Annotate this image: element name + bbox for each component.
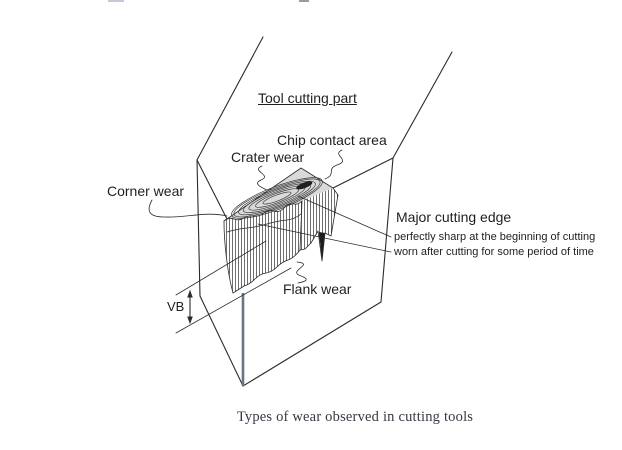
crater-wear-label: Crater wear: [231, 149, 305, 165]
crater-wear-contours: [231, 177, 323, 219]
vb-measurement: [175, 240, 292, 334]
worn-note-label: worn after cutting for some period of ti…: [394, 246, 594, 258]
vb-lower-ref-line: [175, 267, 292, 334]
insert-flank-face: [224, 201, 302, 293]
tool-shank-outline: [196, 36, 453, 387]
flank-wear-leader: [296, 261, 307, 284]
notch-wear-spike: [319, 232, 325, 261]
crater-wear-leader: [257, 165, 268, 191]
vb-upper-ref-line: [175, 240, 267, 296]
diagram-title: Tool cutting part: [258, 90, 357, 106]
cropped-text-artifact-left: [108, 0, 124, 2]
figure-caption: Types of wear observed in cutting tools: [236, 409, 474, 425]
worn-edge-line: [257, 223, 392, 253]
major-cutting-edge-label: Major cutting edge: [396, 209, 512, 225]
insert-end-face: [300, 188, 338, 261]
wear-land-line: [226, 213, 302, 233]
sharp-note-label: perfectly sharp at the beginning of cutt…: [394, 231, 596, 243]
leader-lines: [148, 149, 392, 284]
chip-contact-leader: [324, 149, 343, 180]
flank-wear-label: Flank wear: [283, 281, 352, 297]
corner-wear-label: Corner wear: [107, 183, 185, 199]
corner-wear-leader: [148, 199, 228, 218]
chip-contact-area-label: Chip contact area: [277, 132, 387, 148]
cropped-text-artifact-right: [299, 0, 309, 2]
crater-dark-spot: [296, 181, 313, 190]
vb-label: VB: [167, 299, 185, 314]
sharp-edge-line: [297, 195, 392, 238]
